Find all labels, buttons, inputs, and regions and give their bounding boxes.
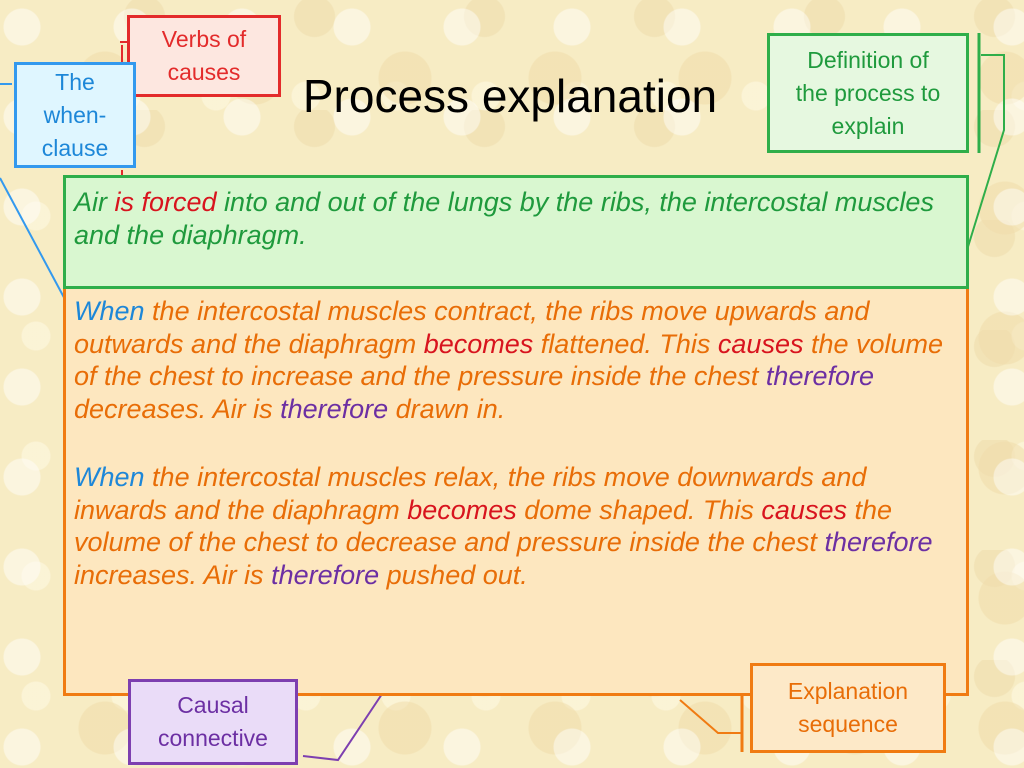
definition-rest: into and out of the lungs by the ribs, t… [74,187,934,250]
when-word: When [74,462,145,492]
text-run: the intercostal muscles contract, the ri… [74,296,870,359]
text-run: the intercostal muscles relax, the ribs … [74,462,867,525]
explanation-sequence-box: When the intercostal muscles contract, t… [63,289,969,696]
when-clause-label-line2: when- [43,101,107,128]
text-run: pushed out. [379,559,528,590]
verb-causes: causes [761,494,847,525]
verbs-of-causes-label: Verbs of causes [161,26,247,85]
when-word: When [74,296,145,326]
definition-verb: is forced [114,187,217,217]
explanation-sequence-callout: Explanation sequence [750,663,946,753]
verb-causes: causes [717,328,804,359]
definition-label-line2: the process to [795,79,941,106]
causal-label-line2: connective [158,725,268,751]
connective-therefore: therefore [765,361,874,391]
definition-text: Air is forced into and out of the lungs … [74,186,958,251]
causal-label-line1: Causal [177,692,249,718]
text-run: drawn in. [388,393,506,424]
when-clause-label-line1: The [55,68,95,95]
when-clause-label-line3: clause [41,134,109,161]
text-run: the volume of the chest to decrease and … [74,494,893,558]
inhalation-paragraph: When the intercostal muscles contract, t… [74,295,958,425]
definition-label-line3: explain [831,112,905,139]
when-clause-callout: The when- clause [14,62,136,168]
text-run: decreases. Air is [74,393,281,424]
text-run: dome shaped. This [516,494,762,525]
definition-callout: Definition of the process to explain [767,33,969,153]
explanation-label-line2: sequence [798,711,898,737]
explanation-label-line1: Explanation [787,678,909,704]
definition-label-line1: Definition of [807,46,929,73]
verb-becomes: becomes [423,328,534,359]
text-run: increases. Air is [74,559,272,590]
connective-therefore: therefore [824,527,933,557]
text-run: flattened. This [533,328,718,359]
connective-therefore: therefore [280,393,389,424]
definition-box: Air is forced into and out of the lungs … [63,175,969,289]
verbs-of-causes-callout: Verbs of causes [127,15,281,97]
connective-therefore: therefore [271,559,380,590]
causal-connective-callout: Causal connective [128,679,298,765]
exhalation-paragraph: When the intercostal muscles relax, the … [74,461,958,591]
slide-title: Process explanation [302,70,718,122]
verb-becomes: becomes [407,494,517,525]
text-run: the volume of the chest to increase and … [74,328,944,392]
definition-air: Air [74,187,115,217]
